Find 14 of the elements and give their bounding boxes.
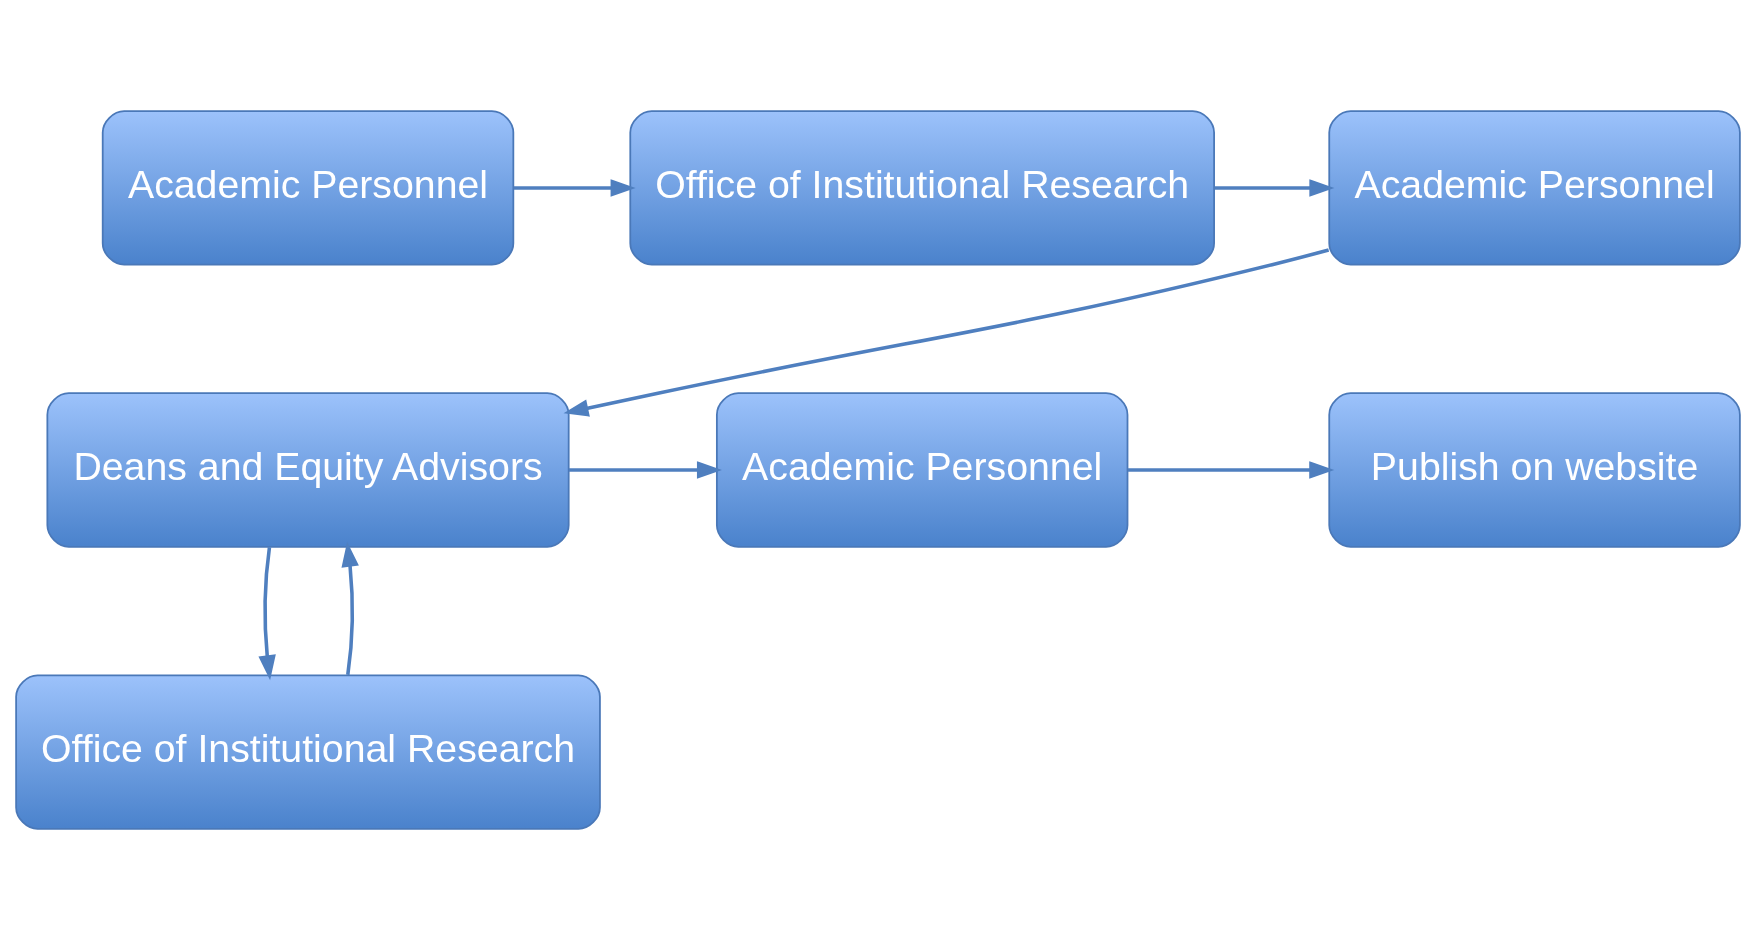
node-box: Office of Institutional Research [629,109,1215,266]
arrow [258,546,276,680]
arrow [513,178,636,197]
node-box: Academic Personnel [101,109,515,266]
node-box: Office of Institutional Research [15,673,601,830]
arrow [341,541,359,675]
node-box: Academic Personnel [715,391,1129,548]
node-box: Deans and Equity Advisors [46,391,570,548]
arrow [1127,460,1335,479]
arrow [563,247,1330,417]
node-box: Publish on website [1328,391,1741,548]
arrow [1214,178,1335,197]
node-box: Academic Personnel [1328,109,1741,266]
arrow [568,460,722,479]
